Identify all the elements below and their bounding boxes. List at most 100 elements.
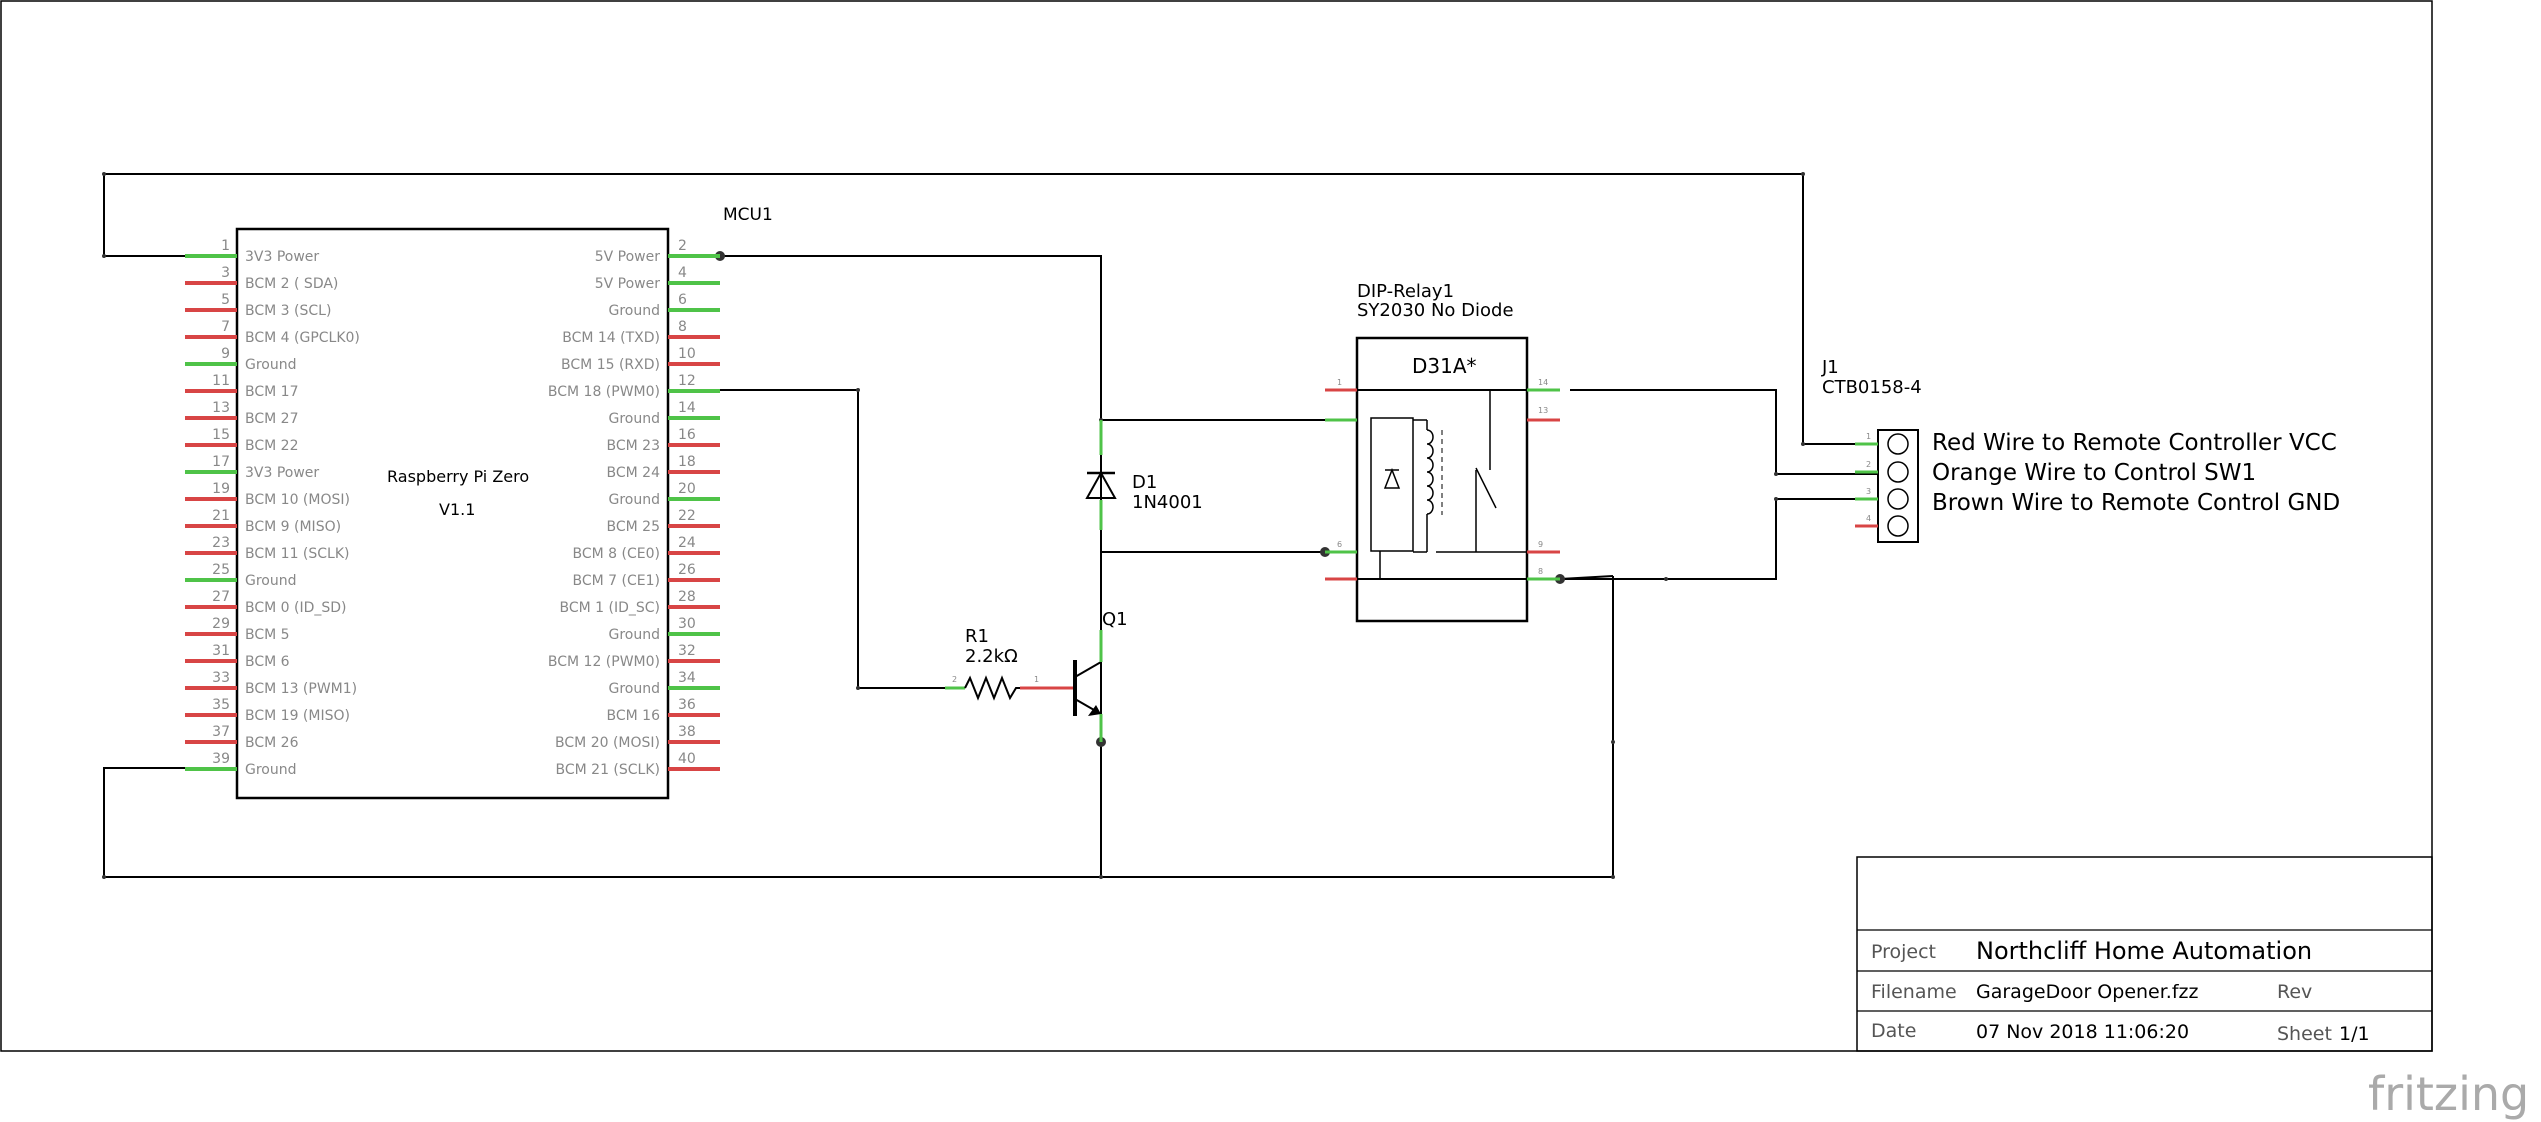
sheet-label: Sheet xyxy=(2277,1023,2332,1045)
mcu-pin-label: BCM 8 (CE0) xyxy=(573,546,660,562)
transistor-q1: Q1 xyxy=(1050,552,1128,742)
junction-small xyxy=(1801,442,1805,446)
junction-small xyxy=(102,875,106,879)
mcu-pin-num: 26 xyxy=(678,562,696,578)
mcu-pin-num: 5 xyxy=(221,292,230,308)
sheet-border xyxy=(0,0,2433,1052)
mcu-pin-num: 15 xyxy=(212,427,230,443)
transistor-ref: Q1 xyxy=(1102,609,1128,630)
mcu-pin-label: BCM 3 (SCL) xyxy=(245,303,331,319)
mcu-pin-num: 31 xyxy=(212,643,230,659)
mcu-pin-num: 40 xyxy=(678,751,696,767)
fritzing-logo: fritzing xyxy=(2368,1067,2529,1121)
mcu-pin-label: Ground xyxy=(609,492,661,508)
mcu-pin-label: BCM 26 xyxy=(245,735,299,751)
mcu-pin-label: BCM 6 xyxy=(245,654,290,670)
mcu-pin-label: BCM 20 (MOSI) xyxy=(555,735,660,751)
diode-triangle xyxy=(1085,470,1117,499)
relay-pin-num: 13 xyxy=(1538,406,1548,415)
mcu-pin-num: 28 xyxy=(678,589,696,605)
mcu-version: V1.1 xyxy=(439,500,475,519)
mcu-pin-label: BCM 17 xyxy=(245,384,298,400)
mcu-pin-num: 38 xyxy=(678,724,696,740)
mcu-pin-num: 35 xyxy=(212,697,230,713)
relay-diode-triangle xyxy=(1383,467,1401,489)
relay-part: D31A* xyxy=(1412,354,1477,378)
mcu-pin-num: 21 xyxy=(212,508,230,524)
junctions xyxy=(102,172,1805,879)
wire-5v-to-relay xyxy=(720,255,1325,421)
wire-relay8-ground xyxy=(1559,575,1614,580)
mcu-pin-num: 17 xyxy=(212,454,230,470)
mcu-pin-label: BCM 21 (SCLK) xyxy=(556,762,661,778)
mcu-pin-num: 6 xyxy=(678,292,687,308)
mcu-pin-label: BCM 11 (SCLK) xyxy=(245,546,350,562)
relay-pin-num: 1 xyxy=(1337,378,1342,387)
mcu-pin-label: BCM 27 xyxy=(245,411,298,427)
mcu-pin-num: 29 xyxy=(212,616,230,632)
mcu-pin-num: 39 xyxy=(212,751,230,767)
mcu-pin-label: BCM 25 xyxy=(607,519,660,535)
relay-diode-box xyxy=(1370,417,1414,552)
mcu-pin-label: BCM 15 (RXD) xyxy=(561,357,660,373)
connector-j1: J1 CTB0158-4 1 2 3 4 Red Wire to Remote … xyxy=(1821,357,2340,543)
mcu-pin-num: 33 xyxy=(212,670,230,686)
mcu-pin-label: Ground xyxy=(245,573,297,589)
relay-pin-num: 6 xyxy=(1337,540,1342,549)
mcu-pin-label: Ground xyxy=(609,303,661,319)
mcu-pin-label: Ground xyxy=(609,411,661,427)
wire-relay8-to-j1 xyxy=(1560,498,1878,580)
relay-coil xyxy=(1426,429,1434,515)
mcu-pin-num: 11 xyxy=(212,373,230,389)
connector-part: CTB0158-4 xyxy=(1822,377,1922,398)
relay-switch-arm xyxy=(1475,467,1497,509)
wire-3v3-to-j1 xyxy=(103,173,1878,445)
junction-small xyxy=(1611,875,1615,879)
resistor-r1: 2 1 R1 2.2kΩ xyxy=(945,626,1050,701)
relay-pin-num: 14 xyxy=(1538,378,1548,387)
relay-pin-num: 9 xyxy=(1538,540,1543,549)
mcu-pin-num: 34 xyxy=(678,670,696,686)
mcu-pin-label: BCM 14 (TXD) xyxy=(562,330,660,346)
mcu-pin-num: 19 xyxy=(212,481,230,497)
mcu-pin-label: Ground xyxy=(609,627,661,643)
junction-small xyxy=(1774,497,1778,501)
connector-pin-num: 4 xyxy=(1866,514,1871,523)
connector-body xyxy=(1877,429,1919,543)
resistor-zigzag xyxy=(964,675,1020,701)
mcu-pin-num: 14 xyxy=(678,400,696,416)
wires xyxy=(103,173,1878,878)
mcu-pin-num: 12 xyxy=(678,373,696,389)
title-block: Project Northcliff Home Automation Filen… xyxy=(1856,856,2433,1052)
junction-small xyxy=(1099,875,1103,879)
connector-terminal-3 xyxy=(1887,488,1909,510)
mcu-pin-label: BCM 5 xyxy=(245,627,290,643)
resistor-ref: R1 xyxy=(965,626,989,647)
connector-ref: J1 xyxy=(1821,357,1839,378)
mcu-pin-num: 10 xyxy=(678,346,696,362)
mcu-pin-label: BCM 22 xyxy=(245,438,298,454)
filename-label: Filename xyxy=(1871,981,1957,1003)
transistor-arrow xyxy=(1088,705,1101,716)
rev-label: Rev xyxy=(2277,981,2312,1003)
mcu-pin-label: 3V3 Power xyxy=(245,249,319,265)
mcu-pin-num: 27 xyxy=(212,589,230,605)
mcu-pin-num: 2 xyxy=(678,238,687,254)
mcu-pin-label: 5V Power xyxy=(595,249,661,265)
mcu-pin-label: BCM 10 (MOSI) xyxy=(245,492,350,508)
junction-small xyxy=(856,388,860,392)
mcu-pin-num: 1 xyxy=(221,238,230,254)
mcu-pin-num: 7 xyxy=(221,319,230,335)
diode-ref: D1 xyxy=(1132,472,1157,493)
mcu-pin-num: 37 xyxy=(212,724,230,740)
junction-small xyxy=(856,686,860,690)
resistor-value: 2.2kΩ xyxy=(965,646,1018,667)
mcu-pin-label: BCM 16 xyxy=(607,708,661,724)
mcu-pin-label: BCM 23 xyxy=(607,438,660,454)
junction-small xyxy=(1611,740,1615,744)
mcu-pin-label: BCM 24 xyxy=(607,465,661,481)
junction-small xyxy=(1801,172,1805,176)
connector-terminal-4 xyxy=(1887,515,1909,537)
